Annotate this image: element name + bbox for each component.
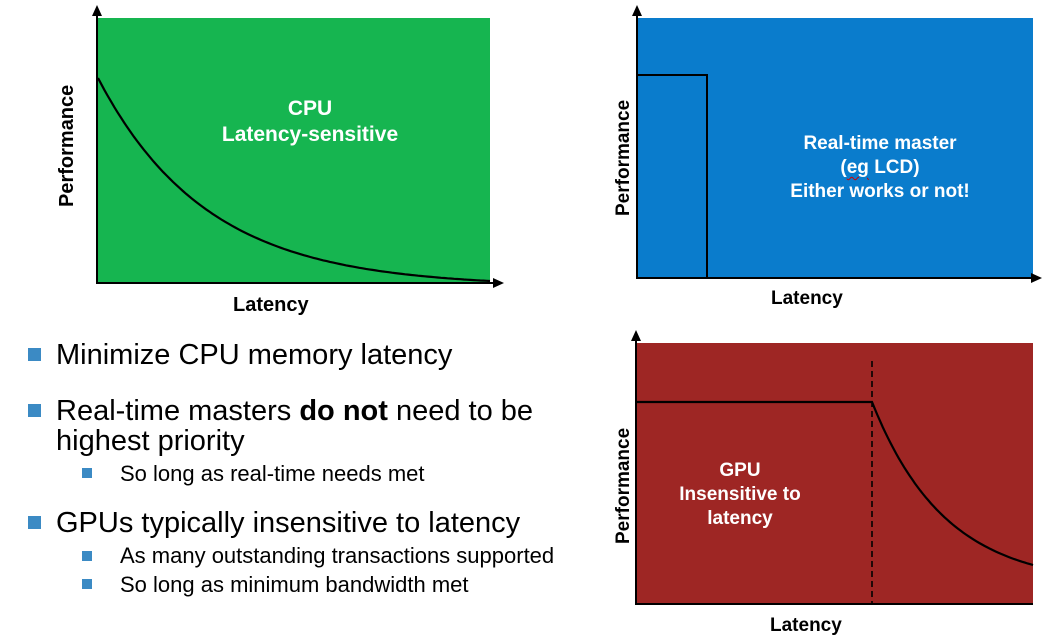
bullet-item: Real-time masters do not need to be high… <box>26 396 586 456</box>
cpu-x-axis-arrow <box>493 278 504 288</box>
realtime-x-axis-label: Latency <box>771 288 843 309</box>
sub-bullet-text: So long as minimum bandwidth met <box>120 572 469 597</box>
gpu-performance-curve <box>636 400 1034 567</box>
cpu-panel-background <box>97 18 490 282</box>
realtime-y-axis-label: Performance <box>613 99 634 216</box>
realtime-panel-background <box>637 18 1033 277</box>
gpu-y-axis-label: Performance <box>613 427 634 544</box>
realtime-title-line-3: Either works or not! <box>790 180 970 202</box>
bullet-square-icon <box>28 348 41 361</box>
cpu-panel-title: CPU Latency-sensitive <box>200 96 420 149</box>
sub-bullet-item: So long as minimum bandwidth met <box>82 573 586 597</box>
bullet-text-emphasis: do not <box>299 395 388 427</box>
sub-bullet-item: So long as real-time needs met <box>82 462 586 486</box>
cpu-title-line-2: Latency-sensitive <box>221 123 399 147</box>
sub-bullet-square-icon <box>82 468 92 478</box>
gpu-title-line-2: Insensitive to <box>679 483 801 505</box>
gpu-title-line-3: latency <box>707 507 773 529</box>
cpu-chart-svg <box>92 5 504 288</box>
sub-bullet-item: As many outstanding transactions support… <box>82 545 586 567</box>
bullet-item: GPUs typically insensitive to latency <box>26 508 586 538</box>
realtime-title-line-2: (eg LCD) <box>840 156 920 178</box>
cpu-x-axis-label: Latency <box>233 294 309 316</box>
bullet-square-icon <box>28 404 41 417</box>
realtime-title-line-1: Real-time master <box>803 133 957 154</box>
bullet-text-part: Real-time masters <box>56 395 300 427</box>
cpu-y-axis-label: Performance <box>56 84 78 207</box>
sub-bullet-text: As many outstanding transactions support… <box>120 543 555 568</box>
bullet-text: GPUs typically insensitive to latency <box>56 507 521 539</box>
sub-bullet-text: So long as real-time needs met <box>120 461 425 486</box>
sub-bullet-square-icon <box>82 579 92 589</box>
gpu-latency-chart: GPU Insensitive to latency Performance L… <box>600 325 1048 644</box>
cpu-y-axis-arrow <box>92 5 102 16</box>
gpu-title-line-1: GPU <box>719 460 761 481</box>
bullet-text-part: need to be highest priority <box>56 395 534 457</box>
realtime-x-axis-arrow <box>1031 273 1042 283</box>
spellcheck-underlined-word: eg <box>846 156 869 178</box>
realtime-y-axis-arrow <box>632 5 642 16</box>
cpu-title-line-1: CPU <box>287 97 333 120</box>
bullet-item: Minimize CPU memory latency <box>26 340 586 370</box>
cpu-performance-curve <box>97 77 491 283</box>
bullet-text: Minimize CPU memory latency <box>56 339 453 371</box>
gpu-y-axis-arrow <box>631 330 641 341</box>
gpu-panel-background <box>636 343 1033 604</box>
gpu-x-axis-label: Latency <box>770 615 842 636</box>
bullet-square-icon <box>28 516 41 529</box>
gpu-panel-title: GPU Insensitive to latency <box>660 459 820 530</box>
gpu-chart-svg <box>631 330 1034 605</box>
realtime-panel-title: Real-time master (eg LCD) Either works o… <box>750 132 1010 203</box>
realtime-step-curve <box>637 74 708 277</box>
cpu-latency-chart: CPU Latency-sensitive Performance Latenc… <box>0 0 520 320</box>
realtime-chart-svg <box>632 5 1042 283</box>
bullet-list: Minimize CPU memory latency Real-time ma… <box>26 330 586 597</box>
sub-bullet-square-icon <box>82 551 92 561</box>
realtime-master-chart: Real-time master (eg LCD) Either works o… <box>560 0 1048 320</box>
